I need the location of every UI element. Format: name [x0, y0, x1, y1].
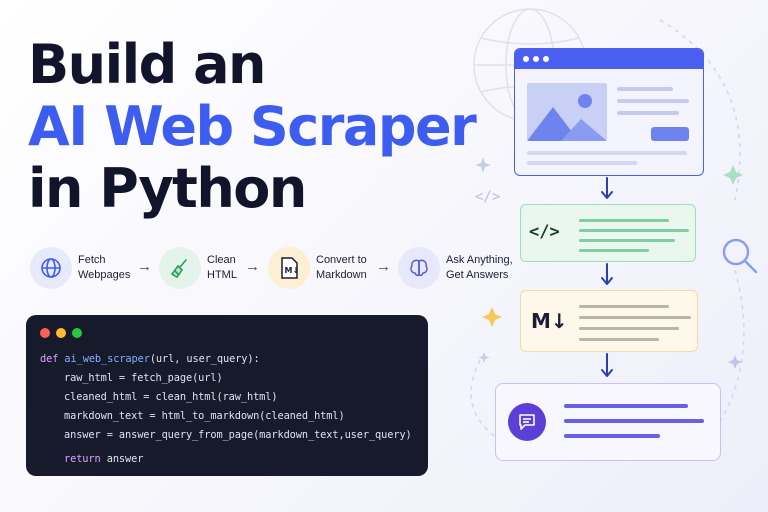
markdown-box: M↓ — [520, 290, 698, 352]
svg-text:M↓: M↓ — [285, 266, 300, 275]
code-line-def: def ai_web_scraper(url, user_query): — [40, 353, 260, 365]
browser-titlebar — [515, 49, 703, 69]
sparkle-icon — [478, 352, 490, 363]
arrow-right-icon: → — [245, 258, 260, 275]
brain-icon — [398, 247, 440, 289]
title-line-3: in Python — [28, 157, 307, 220]
code-line: markdown_text = html_to_markdown(cleaned… — [64, 410, 345, 422]
code-line: cleaned_html = clean_html(raw_html) — [64, 391, 278, 403]
browser-window-illustration — [514, 48, 704, 176]
sparkle-icon — [728, 355, 742, 369]
code-brackets-icon: </> — [529, 222, 560, 242]
sparkle-icon — [475, 157, 491, 173]
code-line: answer = answer_query_from_page(markdown… — [64, 429, 412, 441]
markdown-icon: M↓ — [531, 309, 568, 333]
sparkle-icon — [723, 165, 743, 185]
html-code-box: </> — [520, 204, 696, 262]
title-line-2: AI Web Scraper — [28, 95, 477, 158]
broom-icon — [159, 247, 201, 289]
code-line-return: return answer — [64, 453, 144, 465]
cta-button-illustration — [651, 127, 689, 141]
markdown-file-icon: M↓ — [268, 247, 310, 289]
magnifier-icon — [722, 238, 758, 274]
chat-bubble-icon — [508, 403, 546, 441]
code-window: def ai_web_scraper(url, user_query): raw… — [26, 315, 428, 476]
arrow-right-icon: → — [376, 258, 391, 275]
globe-icon — [30, 247, 72, 289]
answer-box — [495, 383, 721, 461]
code-line: raw_html = fetch_page(url) — [64, 372, 223, 384]
step-ask-label: Ask Anything,Get Answers — [446, 254, 513, 281]
minimize-dot — [56, 328, 66, 338]
title-line-1: Build an — [28, 33, 266, 96]
close-dot — [40, 328, 50, 338]
image-placeholder-icon — [527, 83, 607, 141]
sparkle-icon — [482, 307, 502, 327]
maximize-dot — [72, 328, 82, 338]
code-brackets-icon: </> — [475, 189, 501, 205]
arrow-right-icon: → — [137, 258, 152, 275]
